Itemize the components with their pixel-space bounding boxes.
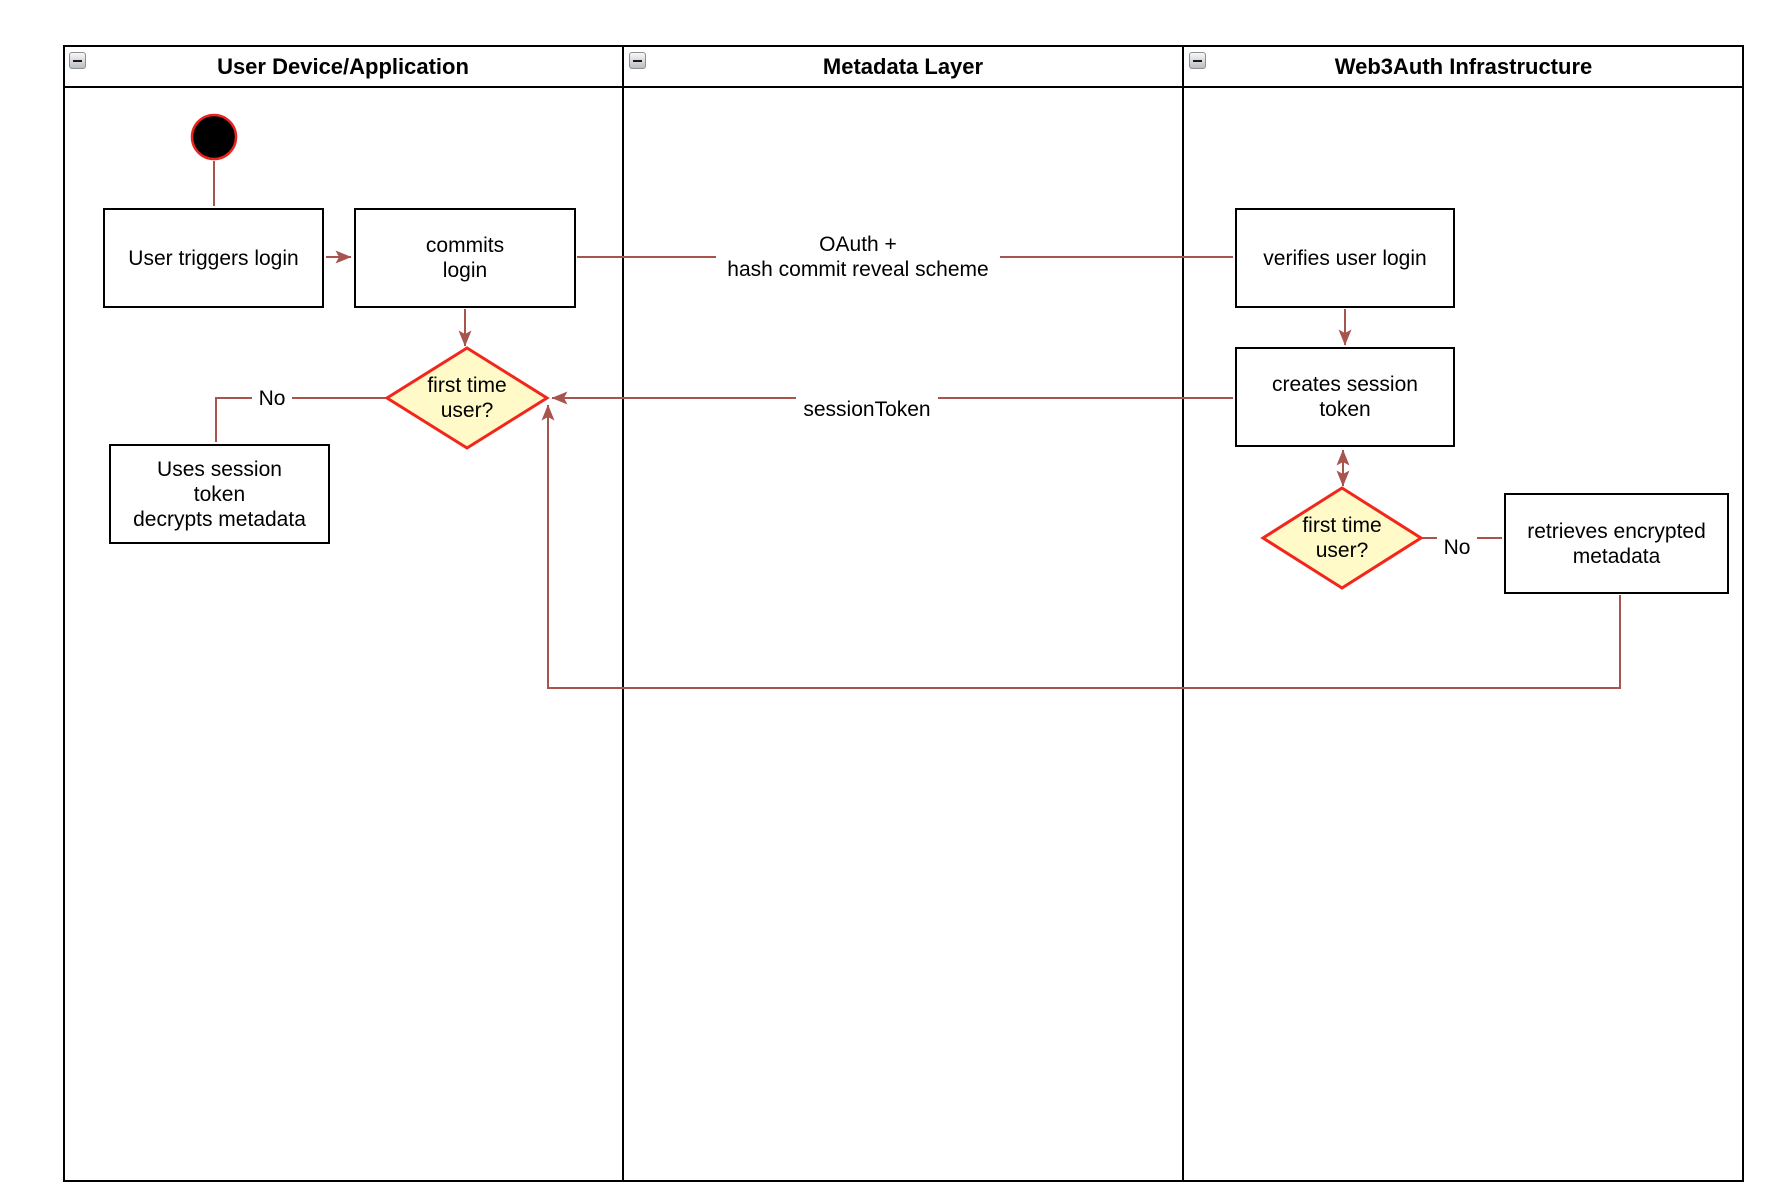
- edge-retrieves-feedback-to-decision-left: [541, 404, 1621, 689]
- decision-first-time-user-left[interactable]: [384, 346, 550, 450]
- swimlane-pool: [63, 45, 1744, 1182]
- collapse-lane-icon[interactable]: [69, 52, 86, 69]
- node-creates-session-token[interactable]: creates session token: [1235, 347, 1455, 447]
- collapse-lane-icon[interactable]: [629, 52, 646, 69]
- node-retrieves-encrypted-metadata[interactable]: retrieves encrypted metadata: [1504, 493, 1729, 594]
- edge-decision-left-no-to-uses-session: [215, 397, 386, 442]
- lane-title: Metadata Layer: [822, 53, 984, 79]
- lane-header-metadata-layer[interactable]: Metadata Layer: [623, 45, 1183, 88]
- edge-label-sessiontoken[interactable]: sessionToken: [796, 393, 938, 425]
- lane-header-underline: [63, 86, 1744, 88]
- start-node[interactable]: [190, 113, 238, 161]
- decision-first-time-user-right[interactable]: [1260, 486, 1424, 590]
- node-uses-session-token[interactable]: Uses session token decrypts metadata: [109, 444, 330, 544]
- lane-title: Web3Auth Infrastructure: [1334, 53, 1593, 79]
- edge-label-no-right[interactable]: No: [1437, 533, 1477, 561]
- lane-divider: [1182, 45, 1184, 1182]
- decision-label-first-time-user-left: first time user?: [427, 374, 507, 422]
- collapse-lane-icon[interactable]: [1189, 52, 1206, 69]
- lane-header-web3auth[interactable]: Web3Auth Infrastructure: [1183, 45, 1744, 88]
- minus-icon: [73, 59, 82, 62]
- minus-icon: [633, 59, 642, 62]
- lane-header-user-device[interactable]: User Device/Application: [63, 45, 623, 88]
- node-user-triggers-login[interactable]: User triggers login: [103, 208, 324, 308]
- node-verifies-user-login[interactable]: verifies user login: [1235, 208, 1455, 308]
- lane-divider: [622, 45, 624, 1182]
- lane-title: User Device/Application: [217, 53, 469, 79]
- node-commits-login[interactable]: commits login: [354, 208, 576, 308]
- edge-label-no-left[interactable]: No: [252, 385, 292, 412]
- minus-icon: [1193, 59, 1202, 62]
- decision-label-first-time-user-right: first time user?: [1302, 514, 1382, 562]
- edge-label-oauth[interactable]: OAuth + hash commit reveal scheme: [716, 226, 1000, 288]
